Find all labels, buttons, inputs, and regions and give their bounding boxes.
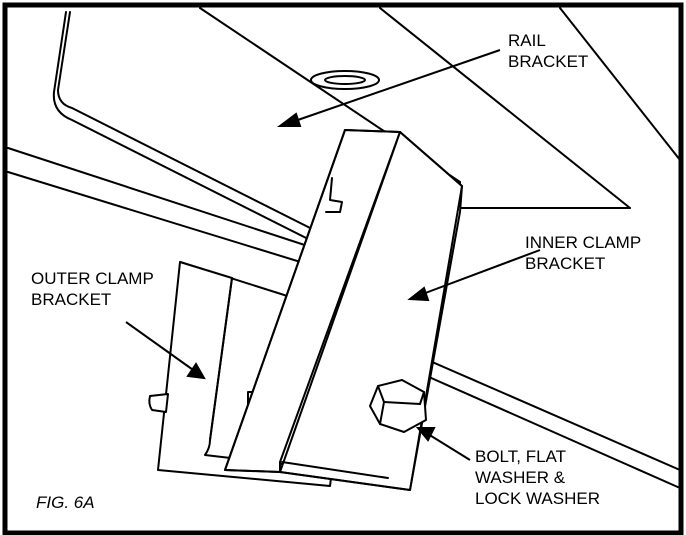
washer-top bbox=[310, 70, 380, 90]
rail-bracket-label-line-1: RAIL bbox=[508, 31, 546, 50]
inner-clamp-bracket-label: INNER CLAMP BRACKET bbox=[525, 232, 641, 274]
bolt-washer-label-line-3: LOCK WASHER bbox=[475, 489, 601, 508]
bolt-washer-label-line-2: WASHER & bbox=[475, 468, 566, 487]
hex-bolt-edge-4 bbox=[419, 391, 425, 405]
inner-clamp-leader bbox=[419, 249, 541, 296]
figure-caption: FIG. 6A bbox=[36, 493, 95, 512]
rail-bracket-flange bbox=[52, 11, 331, 251]
outer-clamp-bracket-label-line-2: BRACKET bbox=[31, 290, 112, 309]
rail-bracket-bottom-edge bbox=[459, 181, 631, 209]
hex-bolt-head bbox=[369, 379, 427, 433]
hex-bolt-edge-2 bbox=[383, 401, 421, 405]
bolt-end-left bbox=[148, 393, 169, 413]
rail-lower-edge-1 bbox=[7, 147, 321, 251]
bolt-washer-label-line-1: BOLT, FLAT bbox=[475, 447, 567, 466]
bolt-arrowhead bbox=[415, 427, 436, 442]
outer-clamp-bracket-label: OUTER CLAMP BRACKET bbox=[31, 268, 154, 310]
inner-clamp-bracket-label-line-2: BRACKET bbox=[525, 254, 606, 273]
rail-bracket-edge-right bbox=[379, 7, 631, 209]
rail-bracket-label: RAIL BRACKET bbox=[508, 30, 588, 72]
inner-clamp-bracket-label-line-1: INNER CLAMP bbox=[525, 233, 642, 252]
inner-clamp-bracket-outline bbox=[224, 129, 463, 491]
outer-clamp-bracket-label-line-1: OUTER CLAMP bbox=[31, 269, 154, 288]
bolt-leader bbox=[427, 433, 471, 461]
inner-clamp-arrowhead bbox=[407, 286, 430, 302]
washer-top-hole bbox=[324, 75, 366, 85]
rail-bracket-arrowhead bbox=[277, 112, 302, 127]
outer-clamp-arrowhead bbox=[186, 362, 206, 380]
rail-lower-edge-2 bbox=[7, 171, 321, 269]
outer-clamp-leader bbox=[125, 321, 197, 373]
rail-bracket-edge-far bbox=[559, 7, 681, 161]
inner-clamp-lower-edge bbox=[281, 461, 389, 479]
hex-bolt-edge-3 bbox=[379, 401, 385, 425]
inner-clamp-notch bbox=[325, 177, 343, 213]
bolt-washer-label: BOLT, FLAT WASHER & LOCK WASHER bbox=[475, 446, 600, 509]
rail-bracket-leader bbox=[291, 49, 501, 123]
outer-clamp-inner-edge bbox=[209, 277, 233, 441]
hex-bolt-edge-1 bbox=[377, 385, 385, 403]
rail-bracket-label-line-2: BRACKET bbox=[508, 52, 589, 71]
